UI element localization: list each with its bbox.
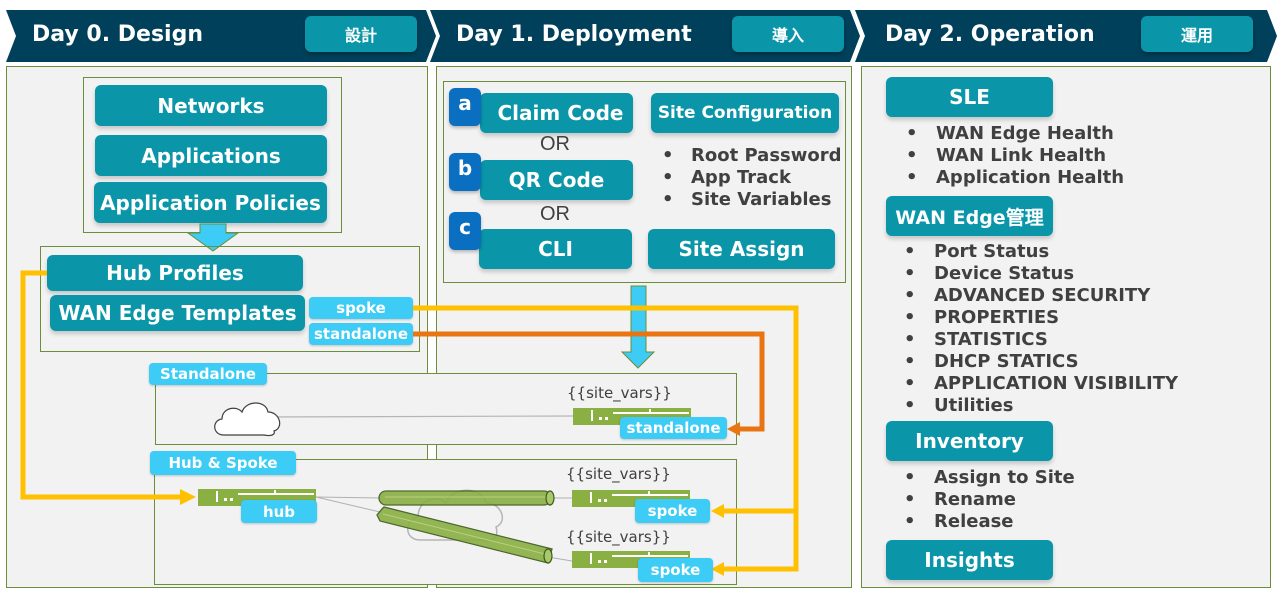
list-item: •PROPERTIES xyxy=(904,307,1060,328)
insights-button[interactable]: Insights xyxy=(886,540,1053,580)
list-item: •Application Health xyxy=(906,167,1125,188)
standalone-template-tag[interactable]: standalone xyxy=(309,323,413,345)
inventory-button[interactable]: Inventory xyxy=(886,421,1053,461)
or-label: OR xyxy=(540,133,570,155)
inventory-list: •Assign to Site •Rename •Release xyxy=(886,467,1075,533)
spoke-template-tag[interactable]: spoke xyxy=(309,297,413,319)
stage-header-day0: Day 0. Design 設計 xyxy=(6,10,436,62)
down-arrow-icon xyxy=(186,223,240,252)
list-item: •Site Variables xyxy=(662,189,832,210)
claim-code-button[interactable]: Claim Code xyxy=(480,93,633,133)
hub-spoke-title: Hub & Spoke xyxy=(150,451,296,475)
applications-button[interactable]: Applications xyxy=(95,135,327,176)
qr-code-button[interactable]: QR Code xyxy=(480,160,633,200)
list-item: •Rename xyxy=(904,489,1016,510)
option-a-badge: a xyxy=(449,88,481,126)
list-item: •ADVANCED SECURITY xyxy=(904,285,1151,306)
option-b-badge: b xyxy=(449,153,481,191)
standalone-device-tag[interactable]: standalone xyxy=(620,417,727,439)
wan-edge-management-button[interactable]: WAN Edge管理 xyxy=(886,196,1053,236)
stage-header-day2: Day 2. Operation 運用 xyxy=(855,10,1277,62)
site-vars-label: {{site_vars}} xyxy=(566,465,671,483)
stage-title: Day 0. Design xyxy=(32,22,203,47)
application-policies-button[interactable]: Application Policies xyxy=(94,182,327,223)
panel-day2 xyxy=(861,66,1271,588)
site-assign-button[interactable]: Site Assign xyxy=(648,229,835,269)
list-item: •Assign to Site xyxy=(904,467,1075,488)
sle-list: •WAN Edge Health •WAN Link Health •Appli… xyxy=(888,123,1124,189)
stage-title: Day 1. Deployment xyxy=(456,22,692,47)
list-item: •WAN Edge Health xyxy=(906,123,1114,144)
deployment-group xyxy=(443,81,846,283)
list-item: •DHCP STATICS xyxy=(904,351,1079,372)
stage-title: Day 2. Operation xyxy=(885,22,1095,47)
stage-header-day1: Day 1. Deployment 導入 xyxy=(430,10,860,62)
hub-profiles-button[interactable]: Hub Profiles xyxy=(47,255,303,291)
networks-button[interactable]: Networks xyxy=(95,85,327,126)
sle-button[interactable]: SLE xyxy=(886,77,1053,117)
site-config-list: •Root Password •App Track •Site Variable… xyxy=(644,145,842,211)
standalone-title: Standalone xyxy=(149,363,267,385)
stage-badge: 設計 xyxy=(305,16,417,52)
stage-badge: 導入 xyxy=(732,16,844,52)
site-configuration-button[interactable]: Site Configuration xyxy=(651,93,839,133)
list-item: •Device Status xyxy=(904,263,1075,284)
hub-device-tag[interactable]: hub xyxy=(241,500,317,523)
list-item: •App Track xyxy=(662,167,791,188)
list-item: •STATISTICS xyxy=(904,329,1048,350)
list-item: •Root Password xyxy=(662,145,842,166)
wan-edge-templates-button[interactable]: WAN Edge Templates xyxy=(50,295,305,331)
list-item: •Port Status xyxy=(904,241,1050,262)
list-item: •APPLICATION VISIBILITY xyxy=(904,373,1179,394)
list-item: •WAN Link Health xyxy=(906,145,1107,166)
list-item: •Release xyxy=(904,511,1014,532)
option-c-badge: c xyxy=(449,212,481,250)
stage-badge: 運用 xyxy=(1141,16,1253,52)
site-vars-label: {{site_vars}} xyxy=(566,528,671,546)
spoke-device-tag[interactable]: spoke xyxy=(638,558,713,582)
spoke-device-tag[interactable]: spoke xyxy=(635,499,710,523)
wan-edge-management-list: •Port Status •Device Status •ADVANCED SE… xyxy=(886,241,1178,417)
site-vars-label: {{site_vars}} xyxy=(567,384,672,402)
list-item: •Utilities xyxy=(904,395,1014,416)
or-label: OR xyxy=(540,203,570,225)
cli-button[interactable]: CLI xyxy=(479,229,632,269)
